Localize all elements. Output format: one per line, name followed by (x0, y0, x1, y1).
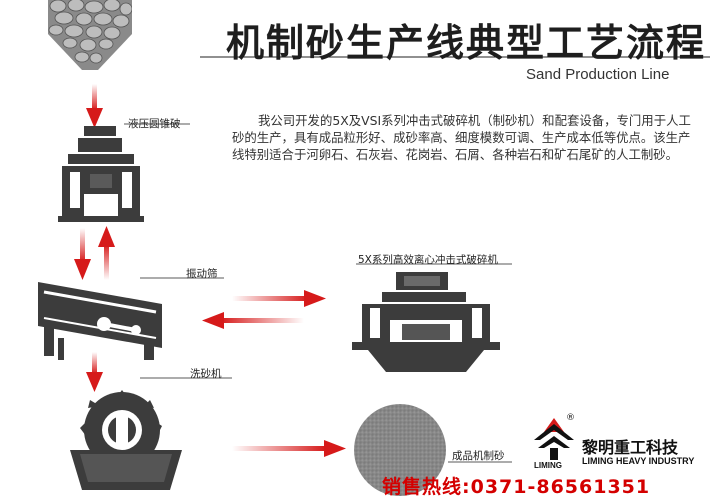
company-name-cn: 黎明重工科技 (582, 438, 679, 457)
sand-washer-illustration (70, 390, 182, 490)
label-impact-crusher: 5X系列高效离心冲击式破碎机 (358, 254, 498, 266)
page-title: 机制砂生产线典型工艺流程 (226, 21, 707, 65)
arrow-right-2 (232, 440, 346, 457)
label-vibrating-screen: 振动筛 (186, 268, 218, 280)
page-subtitle: Sand Production Line (526, 66, 670, 83)
liming-logo-mark (534, 418, 574, 460)
company-name-en: LIMING HEAVY INDUSTRY (582, 456, 695, 466)
registered-mark: ® (566, 413, 575, 423)
cone-crusher-illustration (58, 126, 144, 222)
vibrating-screen-illustration (38, 282, 162, 360)
label-finished-sand: 成品机制砂 (452, 450, 505, 462)
arrow-down-1 (86, 84, 103, 128)
description-text: 我公司开发的5X及VSI系列冲击式破碎机（制砂机）和配套设备，专门用于人工砂的生… (232, 113, 691, 162)
sales-hotline: 销售热线:0371-86561351 (382, 476, 651, 498)
finished-sand-illustration (354, 404, 446, 496)
arrow-left-1 (202, 312, 304, 329)
logo-brand-text: LIMING (534, 461, 562, 470)
label-sand-washer: 洗砂机 (190, 368, 222, 380)
impact-crusher-illustration (352, 272, 500, 372)
gravel-hopper (48, 0, 132, 70)
arrow-right-1 (232, 290, 326, 307)
arrow-down-2 (74, 228, 91, 280)
arrow-up-return (98, 226, 115, 280)
arrow-down-3 (86, 352, 103, 392)
